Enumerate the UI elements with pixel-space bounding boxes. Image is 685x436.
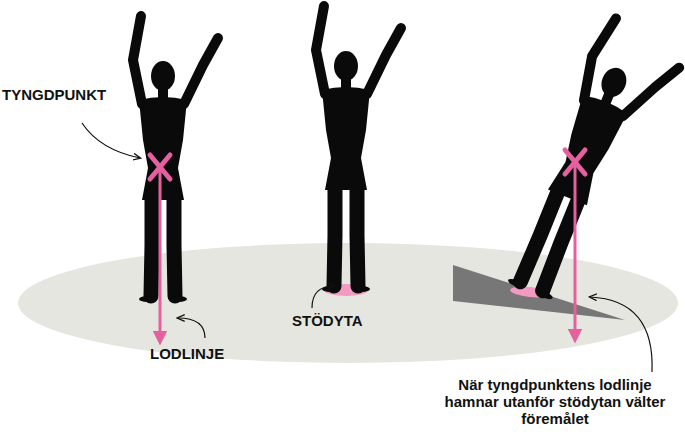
standing-figure (316, 6, 401, 292)
leader-line (178, 318, 205, 338)
part-label: TYNGDPUNKT (2, 86, 106, 103)
standing-figure (133, 16, 218, 302)
leader-line (312, 286, 334, 308)
note: När tyngdpunktens lodlinje hamnar utanfö… (430, 376, 680, 427)
center-of-gravity-mark (150, 155, 170, 179)
leaning-figure (501, 15, 685, 312)
center-of-gravity-mark (565, 150, 585, 174)
ground-ellipse (18, 243, 678, 363)
plumb-line (159, 167, 162, 338)
leader-line (82, 123, 140, 158)
plumb-line (574, 162, 577, 336)
part-label: STÖDYTA (292, 312, 363, 329)
part-label: LODLINJE (150, 345, 224, 362)
leader-line (590, 297, 652, 372)
